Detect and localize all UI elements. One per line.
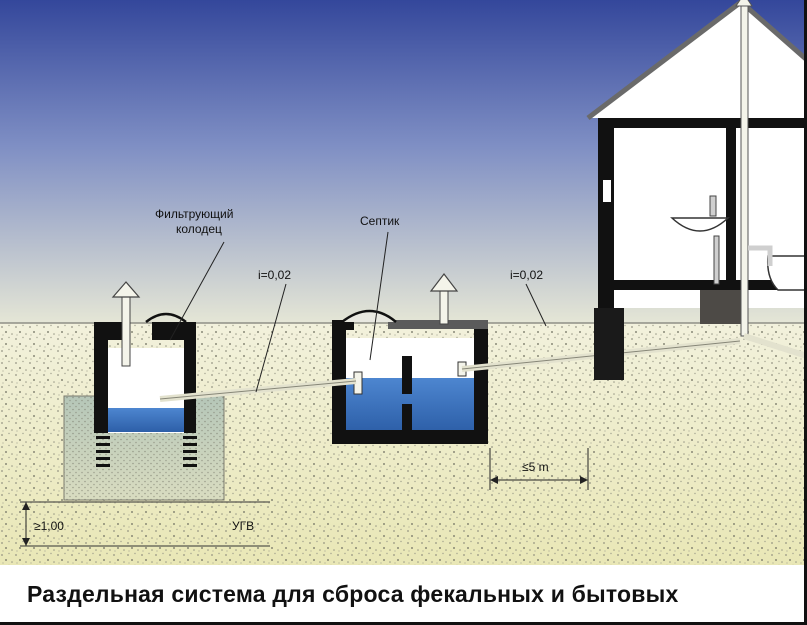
filter-well-water bbox=[108, 408, 184, 432]
label-filter-well-1: Фильтрующий bbox=[155, 207, 233, 221]
label-filter-well-2: колодец bbox=[176, 222, 222, 236]
house-vent-riser bbox=[740, 5, 749, 337]
septic-tank bbox=[332, 273, 488, 444]
house-vent-arrow bbox=[735, 0, 753, 7]
depth-dimension bbox=[20, 501, 270, 547]
leader-septic bbox=[369, 231, 389, 361]
label-distance: ≤5 m bbox=[522, 460, 549, 474]
frame-border-bottom bbox=[0, 622, 807, 625]
label-depth: ≥1,00 bbox=[34, 519, 64, 533]
septic-system-diagram: Фильтрующий колодец Септик i=0,02 i=0,02… bbox=[0, 0, 807, 565]
caption-text: Раздельная система для сброса фекальных … bbox=[27, 581, 679, 607]
frame-border-right bbox=[804, 0, 807, 625]
caption-bar: Раздельная система для сброса фекальных … bbox=[0, 565, 807, 625]
label-slope-right: i=0,02 bbox=[510, 268, 543, 282]
filter-well bbox=[94, 281, 197, 467]
filter-vent-arrow bbox=[111, 281, 141, 298]
label-slope-left: i=0,02 bbox=[258, 268, 291, 282]
house bbox=[586, 0, 807, 380]
label-groundwater: УГВ bbox=[232, 519, 254, 533]
septic-vent-arrow bbox=[429, 273, 459, 292]
leader-slope-right bbox=[525, 283, 547, 327]
distance-dimension bbox=[489, 448, 589, 490]
label-septic: Септик bbox=[360, 214, 400, 228]
leader-filter-well bbox=[169, 241, 225, 341]
leader-slope-left bbox=[255, 283, 287, 393]
